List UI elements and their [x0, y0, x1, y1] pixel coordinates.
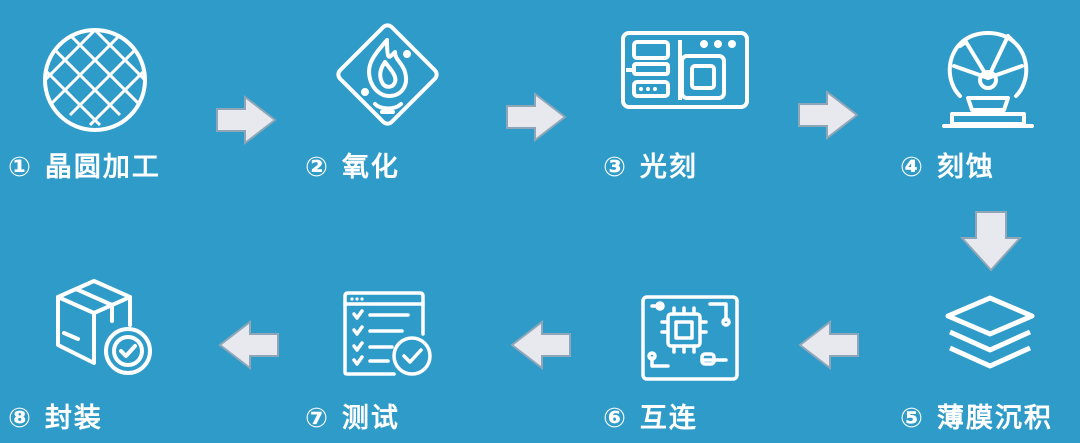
step-title: 光刻 — [639, 152, 698, 183]
checklist-icon — [343, 291, 432, 376]
arrow-right-icon — [798, 90, 859, 140]
flame-icon — [336, 23, 439, 126]
plasma-ball-icon — [942, 31, 1034, 128]
step-number: ⑧ — [8, 403, 33, 434]
step-number: ⑥ — [603, 403, 628, 434]
chip-circuit-icon — [641, 295, 739, 381]
step-label-5: ⑤ 薄膜沉积 — [900, 396, 1053, 435]
arrow-left-icon — [510, 320, 571, 370]
arrow-down-icon — [960, 211, 1022, 272]
step-title: 刻蚀 — [936, 152, 995, 183]
step-number: ⑦ — [305, 403, 330, 434]
wafer-icon — [43, 28, 147, 132]
arrow-right-icon — [216, 95, 277, 145]
step-label-3: ③ 光刻 — [603, 145, 698, 184]
package-box-icon — [56, 279, 152, 375]
step-number: ④ — [900, 152, 925, 183]
step-label-4: ④ 刻蚀 — [900, 145, 995, 184]
step-number: ③ — [603, 152, 628, 183]
step-label-7: ⑦ 测试 — [305, 396, 400, 435]
step-title: 测试 — [341, 403, 400, 434]
layers-icon — [945, 295, 1035, 369]
step-title: 互连 — [639, 403, 698, 434]
step-title: 氧化 — [341, 152, 400, 183]
step-number: ① — [8, 152, 33, 183]
arrow-right-icon — [506, 92, 567, 142]
arrow-left-icon — [218, 320, 279, 370]
step-label-1: ① 晶圆加工 — [8, 145, 161, 184]
step-label-8: ⑧ 封装 — [8, 396, 103, 435]
step-title: 晶圆加工 — [44, 152, 161, 183]
step-label-2: ② 氧化 — [305, 145, 400, 184]
step-number: ② — [305, 152, 330, 183]
arrow-left-icon — [798, 320, 859, 370]
step-label-6: ⑥ 互连 — [603, 396, 698, 435]
step-number: ⑤ — [900, 403, 925, 434]
step-title: 薄膜沉积 — [936, 403, 1053, 434]
step-title: 封装 — [44, 403, 103, 434]
lithography-board-icon — [621, 31, 749, 109]
